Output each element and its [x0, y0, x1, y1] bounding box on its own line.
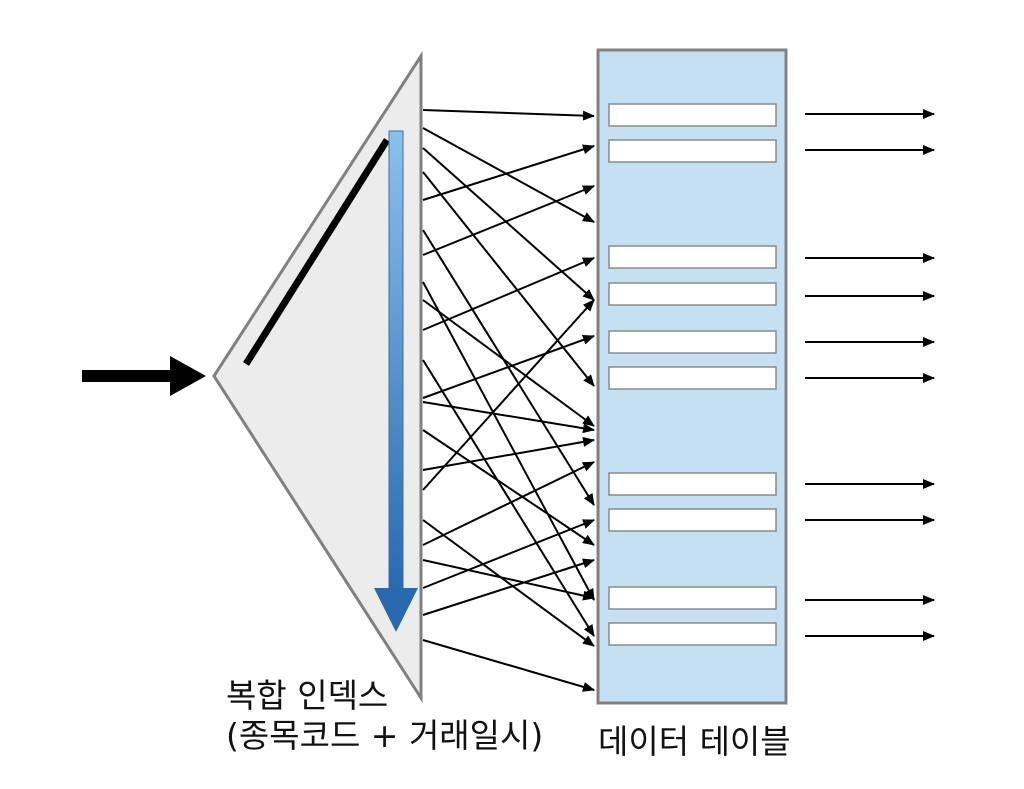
lookup-arrow — [422, 461, 595, 546]
table-rows — [608, 103, 777, 646]
table-row — [608, 586, 777, 610]
lookup-arrow — [422, 127, 595, 223]
lookup-arrow — [422, 429, 595, 546]
lookup-arrow — [422, 109, 595, 121]
lookup-arrow — [422, 639, 595, 692]
table-row — [608, 508, 777, 532]
table-row — [608, 330, 777, 354]
table-row — [608, 103, 777, 127]
table-row — [608, 622, 777, 646]
index-traversal-line — [243, 138, 390, 366]
index-scan-arrow — [374, 130, 418, 632]
lookup-arrow — [422, 281, 595, 601]
index-caption: 복합 인덱스 (종목코드 + 거래일시) — [226, 676, 543, 756]
index-caption-line2: (종목코드 + 거래일시) — [226, 716, 544, 755]
lookup-arrow — [422, 171, 595, 387]
lookup-arrow — [422, 558, 595, 616]
lookup-arrow — [422, 299, 595, 427]
lookup-arrow — [422, 359, 595, 637]
table-row — [608, 139, 777, 163]
table-caption: 데이터 테이블 — [598, 722, 791, 761]
table-row — [608, 366, 777, 390]
entry-arrow — [82, 356, 206, 396]
lookup-arrow — [422, 519, 595, 647]
lookup-arrow — [422, 401, 595, 434]
index-caption-line1: 복합 인덱스 — [226, 676, 389, 715]
lookup-arrow — [422, 436, 595, 471]
lookup-arrow — [422, 147, 595, 301]
lookup-arrow — [422, 559, 595, 601]
table-row — [608, 282, 777, 306]
lookup-arrow — [422, 519, 595, 589]
lookup-arrow — [422, 144, 595, 201]
lookup-arrows — [422, 109, 595, 692]
table-row — [608, 245, 777, 269]
lookup-arrow — [422, 257, 595, 331]
lookup-arrow — [422, 185, 595, 256]
lookup-arrow — [422, 299, 595, 491]
lookup-arrow — [422, 335, 595, 399]
output-arrows — [805, 109, 935, 641]
index-triangle — [212, 50, 423, 704]
table-row — [608, 472, 777, 496]
